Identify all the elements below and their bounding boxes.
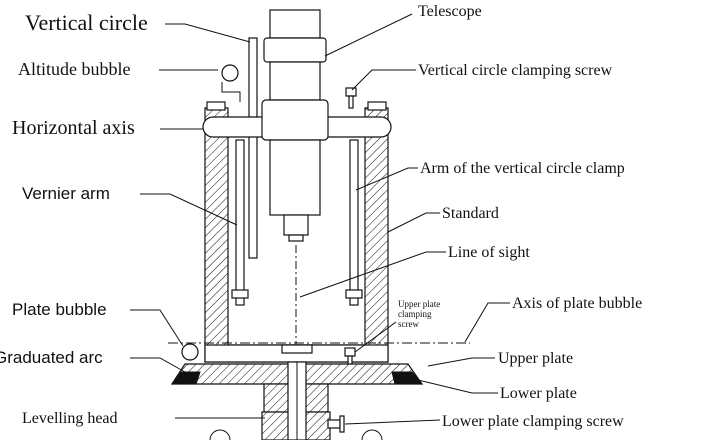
label-graduated-arc: Graduated arc <box>0 348 103 367</box>
label-levelling-head: Levelling head <box>22 410 118 427</box>
vernier-arm-shape <box>235 139 245 306</box>
levelling-head-shape <box>209 361 383 440</box>
graduated-arc-right <box>391 371 424 385</box>
label-vertical-circle-clamping-screw: Vertical circle clamping screw <box>418 62 613 79</box>
label-altitude-bubble: Altitude bubble <box>18 59 130 79</box>
altitude-bubble-shape <box>221 64 241 102</box>
label-upper-plate-clamping-screw-3: screw <box>398 319 419 329</box>
vertical-circle-shape <box>248 37 258 259</box>
label-standard: Standard <box>442 205 499 222</box>
label-upper-plate-clamping-screw-2: clamping <box>398 309 432 319</box>
leader-lines <box>130 13 510 425</box>
vertical-circle-clamping-screw-shape <box>345 87 357 109</box>
label-lower-plate-clamping-screw: Lower plate clamping screw <box>442 413 624 430</box>
clamp-arm-shape <box>349 139 359 306</box>
graduated-arc-left <box>171 371 201 385</box>
label-upper-plate-clamping-screw-1: Upper plate <box>398 299 440 309</box>
label-plate-bubble: Plate bubble <box>12 300 107 319</box>
label-vernier-arm: Vernier arm <box>22 184 110 203</box>
lower-plate-clamping-screw-shape <box>327 415 345 433</box>
label-horizontal-axis: Horizontal axis <box>12 117 135 139</box>
label-telescope: Telescope <box>418 3 482 20</box>
telescope-shape <box>261 9 329 242</box>
label-upper-plate: Upper plate <box>498 350 573 367</box>
label-line-of-sight: Line of sight <box>448 244 530 261</box>
label-arm-vertical-circle-clamp: Arm of the vertical circle clamp <box>420 160 625 177</box>
label-vertical-circle: Vertical circle <box>25 10 148 35</box>
plate-bubble-shape <box>181 343 199 361</box>
label-lower-plate: Lower plate <box>500 385 577 402</box>
label-axis-of-plate-bubble: Axis of plate bubble <box>512 295 642 312</box>
